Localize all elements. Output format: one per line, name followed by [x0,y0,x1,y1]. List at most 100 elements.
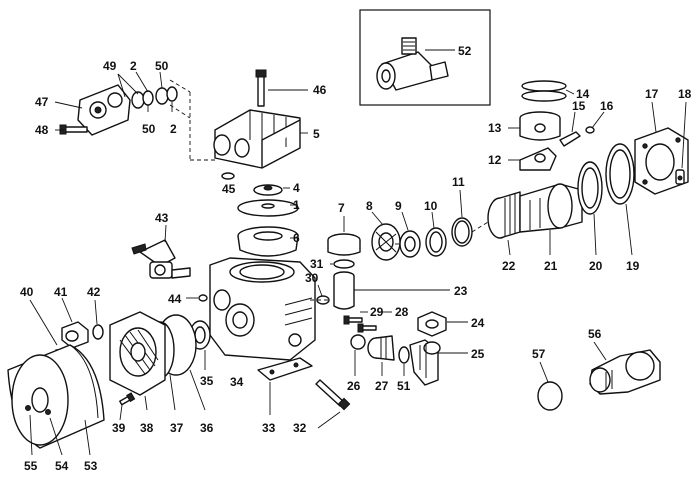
label-10: 10 [424,199,438,213]
part-47-valve-cover [77,84,131,136]
part-53-bell-housing [7,344,105,449]
part-16-clip [585,126,595,134]
label-30: 30 [305,271,319,285]
part-46-bolt [255,69,267,107]
part-56-shaft-adapter [589,349,661,395]
part-6-piston-cup [237,226,299,257]
part-57-cap [537,381,563,411]
part-5-manifold [213,109,301,169]
label-35: 35 [200,374,214,388]
part-13-piston [519,111,561,141]
label-44: 44 [168,292,182,306]
part-48-screw [59,124,88,135]
part-43-bypass-lever [131,239,191,279]
label-14: 14 [576,87,590,101]
label-54: 54 [55,459,69,473]
label-37: 37 [170,421,184,435]
part-29-screw [343,315,363,325]
label-49: 49 [103,59,117,73]
part-22-shaft-bearing [487,191,521,239]
label-25: 25 [471,347,485,361]
label-9: 9 [395,199,402,213]
label-4: 4 [293,181,300,195]
label-41: 41 [54,285,68,299]
part-12-con-rod [519,147,557,171]
label-12: 12 [488,153,502,167]
label-39: 39 [112,421,126,435]
label-32: 32 [293,421,307,435]
part-45-oring [221,172,235,180]
label-43: 43 [155,211,169,225]
label-2b: 2 [170,122,177,136]
part-38-cover [109,311,166,396]
label-50a: 50 [155,59,169,73]
label-31: 31 [310,257,324,271]
label-53: 53 [84,459,98,473]
label-2a: 2 [130,59,137,73]
label-6: 6 [293,231,300,245]
part-23-sleeve [333,271,355,310]
label-8: 8 [366,199,373,213]
part-42-oring [92,324,104,340]
part-8-bearing [371,223,401,261]
label-15: 15 [572,99,586,113]
part-39-screw [119,392,136,406]
label-47: 47 [35,95,49,109]
part-28-screw [357,323,377,333]
label-18: 18 [678,87,692,101]
part-32-bolt [315,379,351,411]
part-18-screw [675,169,685,185]
label-42: 42 [87,285,101,299]
part-25-elbow [409,339,441,386]
label-1: 1 [293,198,300,212]
label-7: 7 [338,201,345,215]
label-11: 11 [452,175,465,189]
part-11-circlip [451,217,473,247]
label-26: 26 [347,379,361,393]
label-50b: 50 [142,122,156,136]
label-21: 21 [544,259,558,273]
part-24-nut [417,311,447,337]
part-49-valves [131,86,178,109]
label-57: 57 [532,347,546,361]
part-4-nut [253,184,283,196]
label-48: 48 [35,123,49,137]
label-13: 13 [488,121,502,135]
label-46: 46 [313,83,327,97]
part-27-nipple [367,335,395,361]
label-52: 52 [458,44,472,58]
part-34-pump-body [209,257,316,361]
part-41-drain-plug [61,321,89,349]
label-27: 27 [375,379,389,393]
label-29: 29 [370,305,384,319]
label-38: 38 [140,421,154,435]
label-17: 17 [645,87,659,101]
part-21-crankshaft [519,183,583,233]
part-14-piston-rings [521,80,567,102]
part-26-gasket [350,334,366,350]
part-44-washer [198,294,208,302]
label-33: 33 [262,421,276,435]
label-19: 19 [626,259,640,273]
part-31-ring [333,259,355,269]
part-10-ring [425,227,447,257]
part-19-gasket [605,143,635,205]
part-9-seal [399,230,421,258]
label-28: 28 [395,305,409,319]
label-45: 45 [222,182,236,196]
part-51-oring [398,346,410,364]
part-20-ring [577,161,603,215]
label-40: 40 [20,285,34,299]
inset-box [359,9,491,106]
label-20: 20 [589,259,603,273]
label-36: 36 [200,421,214,435]
label-23: 23 [454,284,468,298]
label-5: 5 [313,127,320,141]
label-34: 34 [230,375,244,389]
label-22: 22 [502,259,516,273]
label-24: 24 [471,316,485,330]
part-17-end-cover [634,127,689,195]
label-55: 55 [24,459,38,473]
label-51: 51 [397,379,411,393]
part-52-fitting [376,37,449,91]
